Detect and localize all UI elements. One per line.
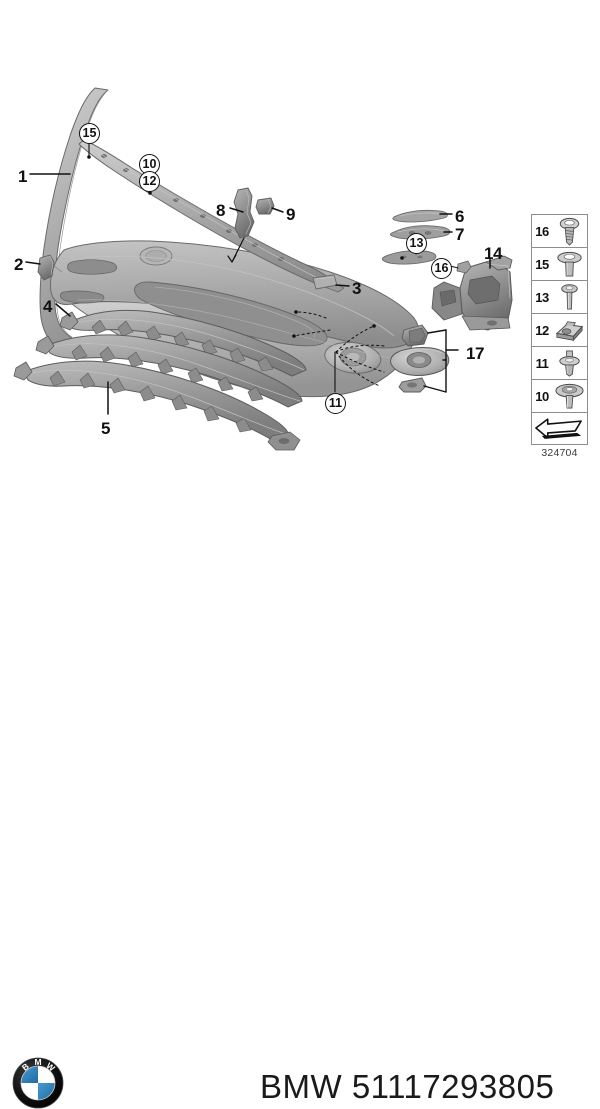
part-5-reinforcement-lower (13, 360, 301, 451)
callout-15[interactable]: 15 (79, 123, 100, 144)
legend-row-11[interactable]: 11 (532, 347, 587, 380)
part-4-reinforcement-middle (35, 334, 303, 408)
callout-9[interactable]: 9 (286, 205, 295, 224)
callout-1[interactable]: 1 (18, 167, 27, 186)
flange-washer-head-screw-icon (552, 248, 587, 280)
part-9-retaining-clip (255, 197, 275, 215)
pan-head-self-tapping-screw-icon (552, 215, 587, 247)
fastener-legend-panel: 16 15 (531, 214, 588, 445)
callout-6[interactable]: 6 (455, 207, 464, 226)
callout-5[interactable]: 5 (101, 419, 110, 438)
parts-illustration (13, 87, 513, 451)
part-13-carrier-end-cap (381, 250, 437, 265)
legend-number-13: 13 (535, 289, 549, 305)
callout-11[interactable]: 11 (325, 393, 346, 414)
callout-2[interactable]: 2 (14, 255, 23, 274)
part-14-carrier-side-bracket (431, 255, 513, 331)
dotted-leaders-11 (293, 311, 385, 387)
block-arrow-left-icon (532, 413, 587, 444)
bmw-roundel-logo: B M W (12, 1057, 64, 1109)
callout-3[interactable]: 3 (352, 279, 361, 298)
legend-row-arrow (532, 413, 587, 444)
sheet-metal-clip-nut-icon (552, 314, 587, 346)
part-8-mounting-clip-bracket (233, 187, 255, 239)
legend-row-16[interactable]: 16 (532, 215, 587, 248)
callout-4[interactable]: 4 (43, 297, 52, 316)
part-17-sensor-mount-kit (390, 324, 450, 393)
leader-lines (25, 173, 491, 415)
part-6-upper-trim-strip (392, 209, 448, 223)
callout-14[interactable]: 14 (484, 244, 502, 263)
callout-13[interactable]: 13 (406, 233, 427, 254)
legend-number-16: 16 (535, 223, 549, 239)
part-4-reinforcement-upper (59, 310, 307, 377)
callout-16[interactable]: 16 (431, 258, 452, 279)
legend-number-12: 12 (535, 322, 549, 338)
part-16-clip (456, 260, 472, 274)
hex-flange-bolt-icon (552, 281, 587, 313)
legend-row-12[interactable]: 12 (532, 314, 587, 347)
legend-row-15[interactable]: 15 (532, 248, 587, 281)
legend-number-11: 11 (535, 355, 549, 371)
legend-row-10[interactable]: 10 (532, 380, 587, 413)
legend-number-15: 15 (535, 256, 549, 272)
push-rivet-pin-icon (552, 347, 587, 379)
diagram-canvas: 1 2 3 4 5 6 7 8 9 14 17 15 10 12 13 16 1… (0, 87, 600, 1109)
footer-bar: B M W BMW 51117293805 (0, 520, 600, 1109)
callout-7[interactable]: 7 (455, 225, 464, 244)
legend-number-10: 10 (535, 388, 549, 404)
leader-dots (87, 155, 404, 338)
part-2-side-bracket (37, 254, 63, 281)
bracket-17 (423, 329, 459, 393)
drawing-number-caption: 324704 (541, 447, 578, 459)
callout-17[interactable]: 17 (466, 344, 484, 363)
callout-8[interactable]: 8 (216, 201, 225, 220)
legend-row-13[interactable]: 13 (532, 281, 587, 314)
large-washer-head-grommet-icon (552, 380, 587, 412)
svg-text:M: M (34, 1057, 41, 1067)
part-number-text: BMW 51117293805 (260, 1068, 555, 1105)
callout-12[interactable]: 12 (139, 171, 160, 192)
